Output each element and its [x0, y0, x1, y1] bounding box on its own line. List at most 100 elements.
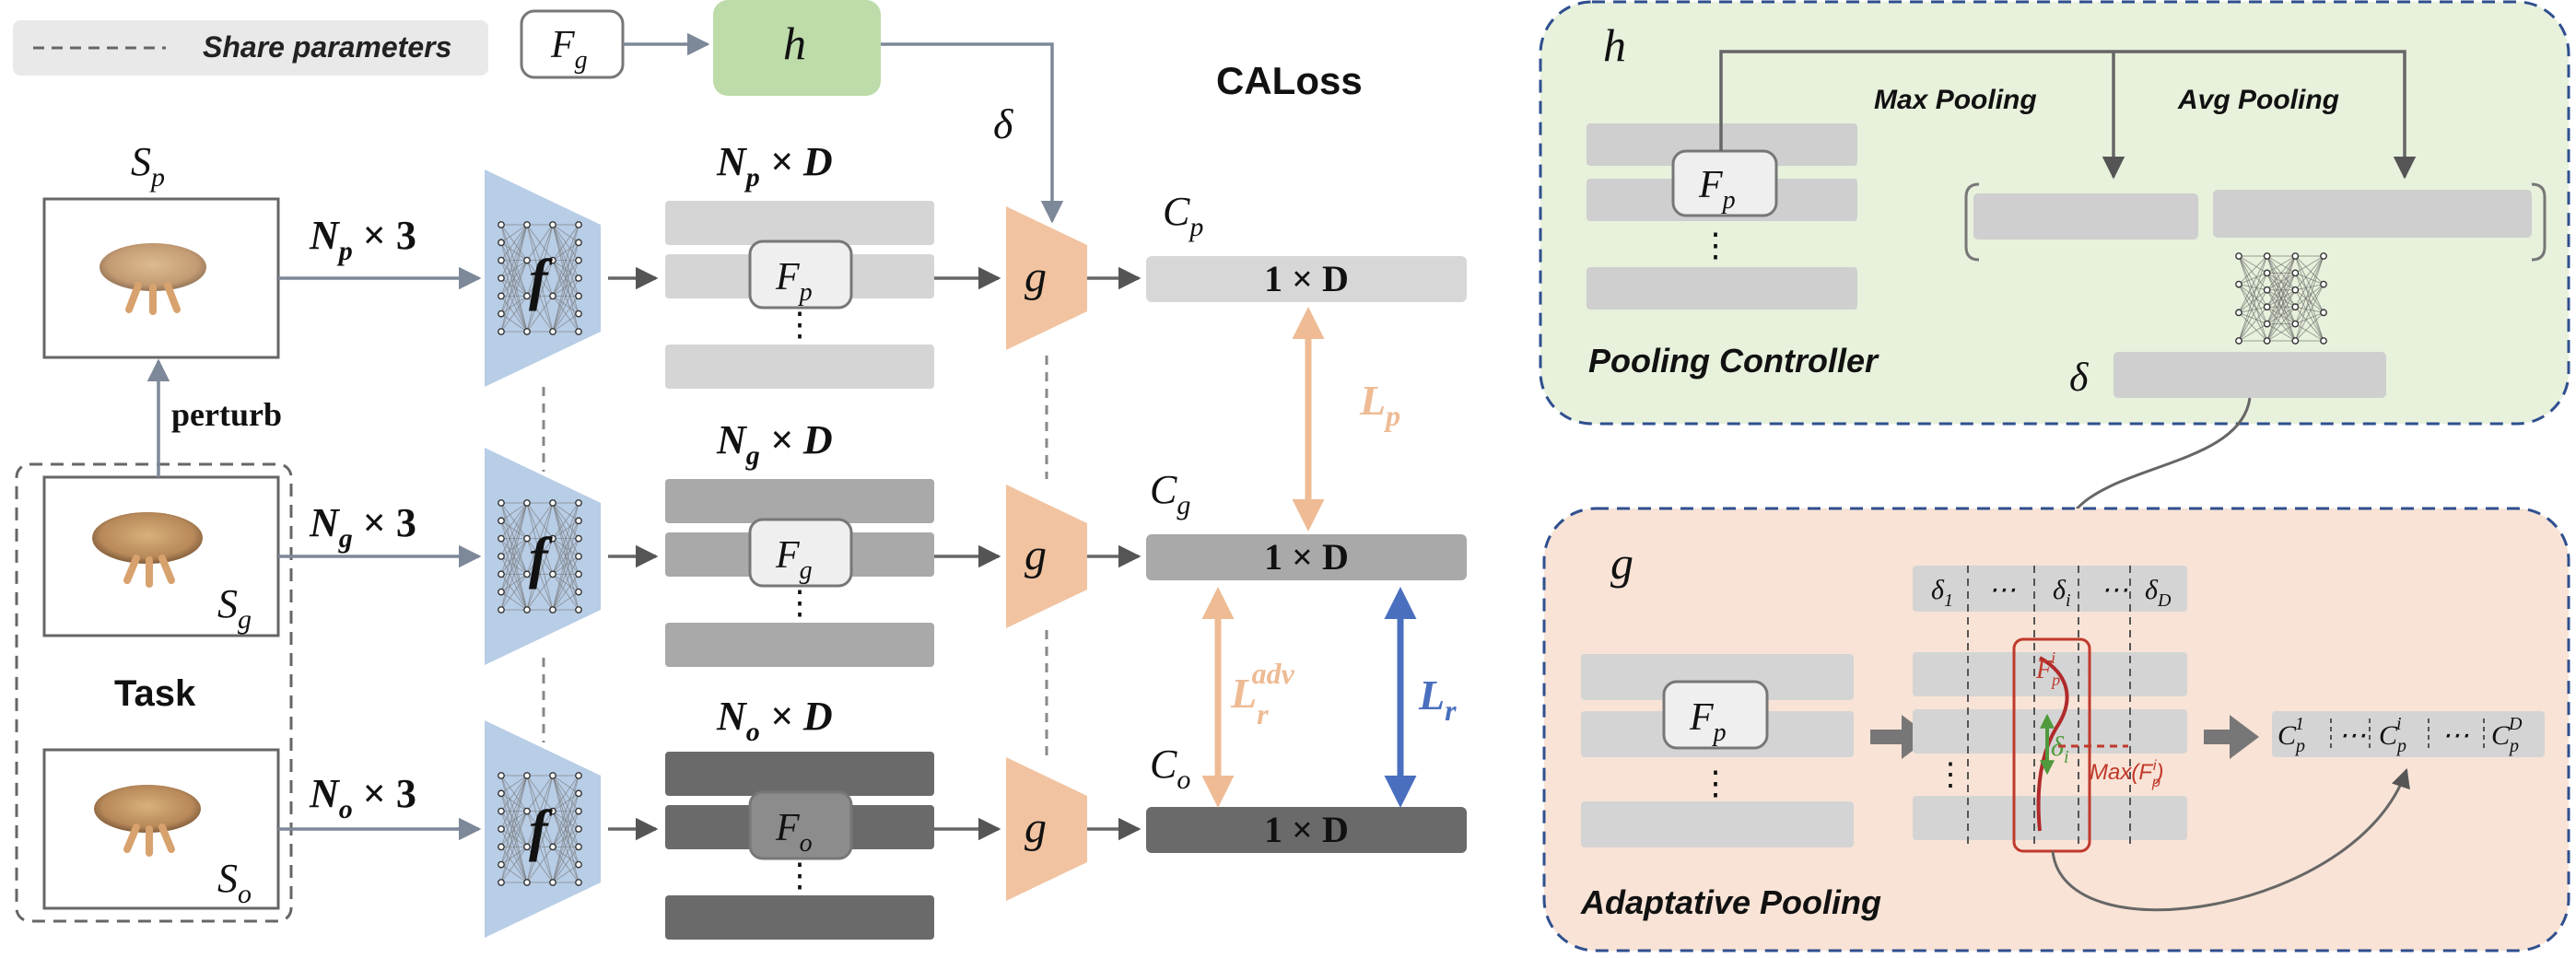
net-edge — [552, 520, 580, 611]
net-node — [498, 517, 505, 525]
g-delta-row — [1913, 566, 2187, 612]
task-label: Task — [114, 673, 196, 714]
feature-stack: Fp⋮ — [665, 201, 934, 389]
legend-background — [13, 20, 488, 76]
encoder-f: f — [485, 169, 601, 387]
net-node — [523, 772, 531, 779]
net-node — [498, 772, 505, 779]
h-panel-caption: Pooling Controller — [1588, 342, 1879, 380]
net-node — [498, 807, 505, 815]
h-module: h — [713, 0, 881, 96]
h-panel: h Fp ⋮ Max Pooling Avg Pooling δ Pooling… — [1539, 0, 2570, 426]
g-delta-cell: δ1 — [1931, 575, 1953, 611]
net-edge — [552, 502, 580, 539]
net-edge — [2238, 306, 2268, 342]
co-bar — [1146, 807, 1467, 853]
point-cloud-legs-icon — [125, 282, 181, 315]
net-edge — [552, 847, 580, 883]
co-label: Co — [1150, 742, 1190, 795]
net-edge — [526, 224, 554, 333]
net-edge — [526, 775, 554, 847]
net-edge — [500, 775, 528, 883]
net-node — [498, 789, 505, 798]
net-edge — [500, 224, 528, 261]
feature-dim-p: Np × D — [716, 139, 833, 193]
g-output-cell: ⋯ — [2441, 720, 2469, 751]
g-distribution-curve — [2036, 656, 2069, 832]
pool-g: g — [1006, 485, 1087, 628]
feature-row — [665, 479, 934, 523]
net-edge — [2266, 255, 2296, 274]
net-node — [523, 256, 531, 264]
net-edge — [500, 224, 528, 243]
g-panel-title: g — [1610, 537, 1633, 589]
net-node — [523, 807, 531, 815]
legend: Share parameters — [13, 20, 488, 76]
net-node — [549, 328, 556, 335]
net-node — [498, 292, 505, 300]
net-edge — [500, 502, 528, 521]
net-edge — [2238, 323, 2267, 342]
feature-box — [748, 790, 853, 860]
net-node — [575, 860, 582, 869]
net-edge — [2238, 272, 2267, 286]
net-edge — [2294, 255, 2324, 291]
legend-text: Share parameters — [203, 30, 451, 64]
feature-box — [748, 240, 853, 310]
h-pooling-feed-line — [1719, 50, 2417, 180]
fg-input: Fg — [520, 9, 710, 79]
g-output-cell: Cpi — [2379, 714, 2406, 756]
net-node — [523, 292, 531, 300]
point-cloud-icon — [94, 785, 201, 833]
net-edge — [552, 574, 580, 611]
net-edge — [2295, 284, 2324, 308]
g-max-label: Max(Fpi) — [2090, 758, 2163, 790]
g-delta-cell: ⋯ — [2101, 575, 2128, 605]
feature-stack: Fo⋮ — [665, 752, 934, 940]
net-node — [2291, 269, 2300, 277]
net-node — [575, 570, 582, 578]
h-bracket-left — [1964, 182, 1980, 262]
net-edge — [552, 811, 580, 883]
sample-g-label: Sg — [217, 581, 252, 635]
net-edge — [526, 811, 554, 883]
net-edge — [526, 502, 554, 575]
net-edge — [500, 502, 528, 575]
feature-dots: ⋮ — [783, 857, 816, 894]
net-node — [498, 553, 505, 560]
net-edge — [552, 242, 580, 333]
net-edge — [2238, 311, 2267, 325]
h-bracket-right — [2531, 182, 2547, 262]
net-node — [575, 825, 582, 833]
net-node — [523, 606, 531, 613]
loss-lradv-label: Lradv — [1230, 657, 1295, 730]
net-node — [575, 292, 582, 300]
net-node — [2263, 320, 2271, 328]
net-edge — [552, 591, 580, 611]
pool-shape — [1006, 485, 1087, 628]
feature-label: Fo — [775, 807, 813, 858]
net-edge — [552, 793, 580, 883]
net-edge — [2238, 311, 2268, 342]
net-edge — [2266, 306, 2296, 342]
pooling-modules: ggg — [1006, 206, 1087, 901]
net-node — [523, 534, 531, 543]
feature-stacks: Fp⋮Fg⋮Fo⋮ — [665, 201, 934, 940]
net-edge — [2295, 306, 2324, 313]
perturb-label: perturb — [171, 396, 282, 433]
net-node — [575, 879, 582, 886]
net-edge — [500, 502, 528, 592]
sample-p: Sp — [42, 139, 280, 359]
g-delta-cells: δ1⋯δi⋯δD — [1931, 575, 2172, 611]
h-panel-title: h — [1603, 19, 1626, 71]
net-edge — [526, 502, 554, 611]
encoder-shape — [485, 448, 601, 665]
net-node — [498, 534, 505, 543]
point-cloud-icon — [92, 512, 203, 564]
net-edge — [552, 224, 580, 243]
net-edge — [552, 775, 580, 812]
net-edge — [2238, 255, 2268, 342]
net-edge — [2295, 289, 2324, 313]
net-edge — [2294, 255, 2324, 308]
net-edge — [2238, 284, 2267, 308]
